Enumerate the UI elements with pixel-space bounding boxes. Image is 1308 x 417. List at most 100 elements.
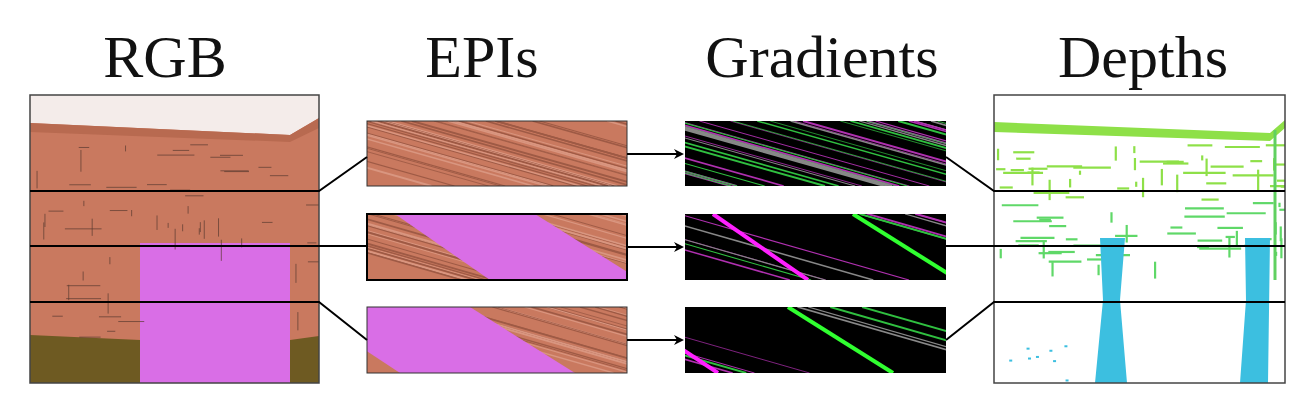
gradient-stripe <box>937 121 946 186</box>
column-heading: EPIs <box>322 22 642 92</box>
epi-stripe <box>367 121 588 186</box>
maze-line <box>108 293 109 313</box>
maze-line <box>258 167 271 168</box>
gradient-edge <box>713 214 808 280</box>
depth-edge <box>1154 262 1156 279</box>
maze-line <box>80 150 81 172</box>
depth-edge <box>1066 196 1084 198</box>
depth-edge <box>1115 235 1137 237</box>
maze-line <box>185 195 203 196</box>
depth-edge <box>1049 261 1082 263</box>
maze-line <box>157 215 158 230</box>
depth-edge <box>1069 179 1071 188</box>
maze-line <box>190 144 208 145</box>
gradient-stripe <box>685 214 825 280</box>
maze-line <box>157 155 194 156</box>
maze-line <box>188 206 189 214</box>
gradient-stripe <box>685 214 909 280</box>
gradient-stripe <box>685 214 790 280</box>
maze-line <box>168 223 169 228</box>
epi-stripe <box>533 121 627 186</box>
depth-edge <box>1097 265 1099 276</box>
depth-edge <box>1000 186 1013 188</box>
maze-line <box>106 187 136 188</box>
depth-band <box>1095 238 1127 383</box>
strip-frame <box>367 214 627 280</box>
gradient-edge <box>788 307 893 373</box>
maze-line <box>199 228 200 234</box>
maze-pattern <box>37 145 319 337</box>
depth-edge <box>1198 239 1223 241</box>
depth-dot <box>1066 379 1069 381</box>
gradient-stripe <box>685 214 811 280</box>
gradient-stripe <box>685 121 839 186</box>
depth-dot <box>1064 345 1067 347</box>
maze-line <box>79 337 100 338</box>
maze-line <box>110 210 128 211</box>
column-heading: Gradients <box>662 22 982 92</box>
depth-edge <box>1236 231 1238 246</box>
depth-edge <box>1016 158 1030 160</box>
epi-stripe <box>367 121 431 186</box>
maze-line <box>69 184 91 185</box>
depth-edge <box>1185 207 1224 209</box>
epi-stripe <box>623 307 627 373</box>
maze-line <box>297 312 298 330</box>
arrow <box>627 246 682 248</box>
gradient-stripe <box>830 307 946 373</box>
depth-edge <box>1043 241 1045 258</box>
maze-line <box>109 257 110 264</box>
epi-stripe <box>448 121 627 186</box>
image-frame <box>994 95 1285 383</box>
maze-line <box>99 316 121 317</box>
depth-edge <box>1039 252 1062 254</box>
depth-edge <box>1277 180 1285 182</box>
depth-edge <box>1142 178 1144 197</box>
depth-edge <box>1066 238 1078 240</box>
row-line <box>30 157 367 191</box>
rgb-image <box>30 95 319 383</box>
depth-edge <box>1134 158 1136 170</box>
gradient-stripe <box>931 121 946 186</box>
depth-edge <box>997 149 999 161</box>
depth-edge <box>1016 240 1047 242</box>
depth-edge <box>1278 203 1280 207</box>
depth-edge <box>1117 187 1129 189</box>
epi-stripe <box>548 307 627 373</box>
strip-frame <box>367 121 627 186</box>
row-line <box>30 245 367 247</box>
depth-edge <box>1202 198 1219 200</box>
gradient-stripe <box>685 214 826 280</box>
depth-edge <box>1110 212 1112 222</box>
maze-line <box>125 146 126 152</box>
depth-edge <box>1020 237 1054 239</box>
epi-strip <box>367 121 627 186</box>
depth-edge <box>1225 146 1260 148</box>
gradient-stripe <box>685 121 907 186</box>
maze-line <box>182 224 183 231</box>
maze-line <box>43 222 44 239</box>
depth-edge <box>1184 215 1224 217</box>
depth-edge <box>1079 171 1081 175</box>
depth-edge <box>1051 262 1053 276</box>
maze-line <box>107 331 115 332</box>
depth-dot <box>1053 360 1056 362</box>
gradient-stripe <box>791 121 946 186</box>
maze-line <box>83 272 84 281</box>
column-heading: RGB <box>5 22 325 92</box>
maze-line <box>218 218 219 236</box>
depth-edge <box>1257 170 1259 190</box>
depth-edge <box>1000 249 1002 258</box>
epi-stripe <box>561 307 627 373</box>
row-line <box>946 245 1285 247</box>
depth-edge <box>1201 155 1203 160</box>
arrow <box>627 339 682 341</box>
maze-line <box>220 155 243 156</box>
depth-edge <box>1037 217 1064 219</box>
depth-edge <box>1253 202 1274 204</box>
row-line <box>946 157 1285 191</box>
depth-edge <box>1233 174 1274 176</box>
gradient-stripe <box>850 121 946 186</box>
gradient-stripe <box>685 307 746 373</box>
epi-stripe <box>367 121 580 186</box>
